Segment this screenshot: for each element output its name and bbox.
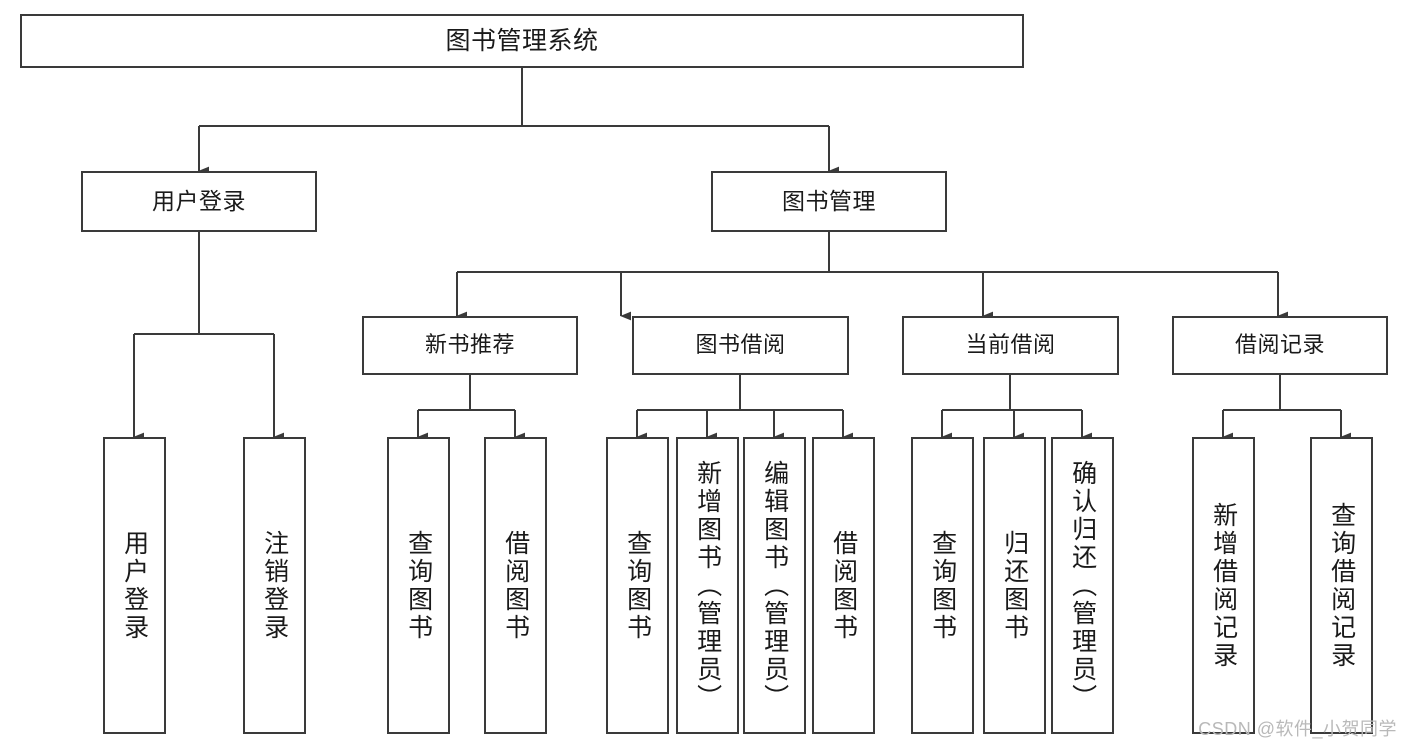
node-leaf-7-借阅图书[interactable]: 借阅图书 [812,437,875,734]
node-l1-图书管理-label: 图书管理 [782,188,876,215]
node-leaf-4-查询图书[interactable]: 查询图书 [606,437,669,734]
node-root-图书管理系统-label: 图书管理系统 [445,26,599,55]
node-leaf-0-用户登录-label: 用户登录 [120,529,149,642]
node-leaf-4-查询图书-label: 查询图书 [623,529,652,642]
node-leaf-11-新增借阅记录-label: 新增借阅记录 [1209,501,1238,670]
node-l2-新书推荐-label: 新书推荐 [424,332,515,358]
node-l1-图书管理[interactable]: 图书管理 [711,171,947,232]
node-leaf-11-新增借阅记录[interactable]: 新增借阅记录 [1192,437,1255,734]
node-leaf-8-查询图书-label: 查询图书 [928,529,957,642]
node-l1-用户登录-label: 用户登录 [152,188,246,215]
node-leaf-1-注销登录[interactable]: 注销登录 [243,437,306,734]
node-leaf-9-归还图书-label: 归还图书 [1000,529,1029,642]
node-leaf-0-用户登录[interactable]: 用户登录 [103,437,166,734]
node-leaf-10-确认归还管理员-label: 确认归还（管理员） [1068,459,1097,712]
node-l2-当前借阅-label: 当前借阅 [965,332,1056,358]
node-leaf-6-编辑图书管理员-label: 编辑图书（管理员） [760,459,789,712]
connector-group [133,68,1352,442]
node-l2-图书借阅-label: 图书借阅 [695,332,786,358]
node-l2-借阅记录[interactable]: 借阅记录 [1172,316,1388,375]
node-root-图书管理系统[interactable]: 图书管理系统 [20,14,1024,68]
node-leaf-2-查询图书-label: 查询图书 [404,529,433,642]
node-leaf-5-新增图书管理员-label: 新增图书（管理员） [693,459,722,712]
node-leaf-3-借阅图书[interactable]: 借阅图书 [484,437,547,734]
node-leaf-5-新增图书管理员[interactable]: 新增图书（管理员） [676,437,739,734]
node-leaf-1-注销登录-label: 注销登录 [260,529,289,642]
node-l2-新书推荐[interactable]: 新书推荐 [362,316,578,375]
node-l2-图书借阅[interactable]: 图书借阅 [632,316,849,375]
node-l1-用户登录[interactable]: 用户登录 [81,171,317,232]
node-l2-借阅记录-label: 借阅记录 [1234,332,1325,358]
node-l2-当前借阅[interactable]: 当前借阅 [902,316,1119,375]
node-leaf-12-查询借阅记录[interactable]: 查询借阅记录 [1310,437,1373,734]
node-leaf-8-查询图书[interactable]: 查询图书 [911,437,974,734]
node-leaf-3-借阅图书-label: 借阅图书 [501,529,530,642]
node-leaf-2-查询图书[interactable]: 查询图书 [387,437,450,734]
node-leaf-6-编辑图书管理员[interactable]: 编辑图书（管理员） [743,437,806,734]
node-leaf-9-归还图书[interactable]: 归还图书 [983,437,1046,734]
node-leaf-7-借阅图书-label: 借阅图书 [829,529,858,642]
node-leaf-10-确认归还管理员[interactable]: 确认归还（管理员） [1051,437,1114,734]
node-leaf-12-查询借阅记录-label: 查询借阅记录 [1327,501,1356,670]
